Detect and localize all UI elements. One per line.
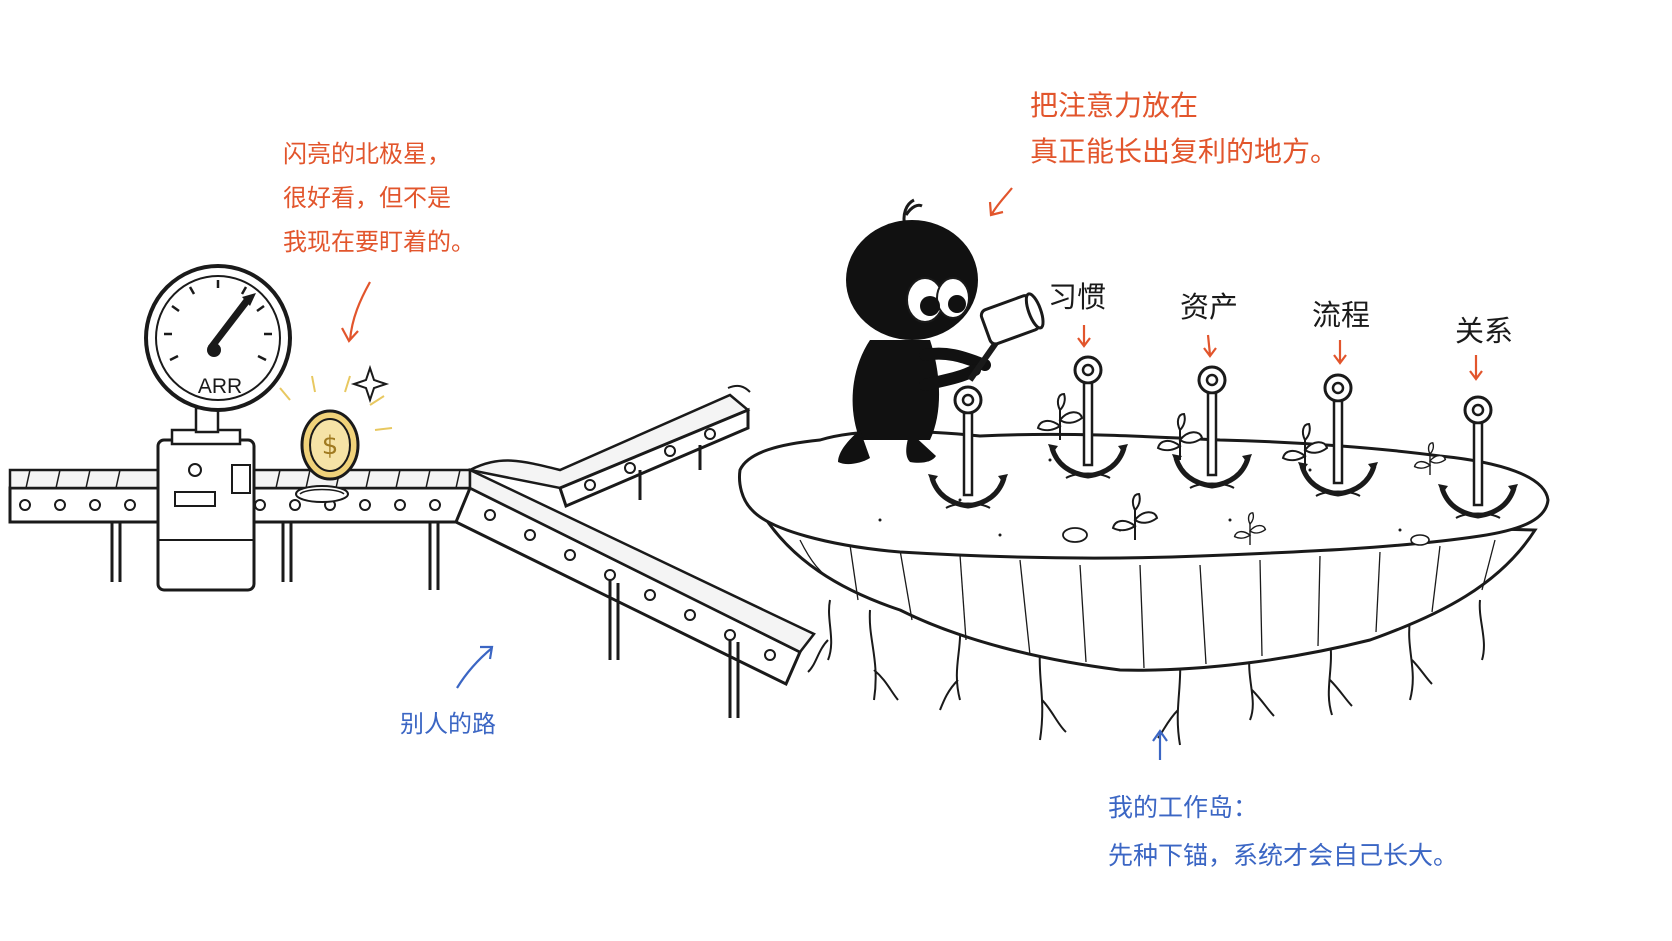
focus-note-line1: 把注意力放在	[1030, 89, 1199, 122]
north-star-note: 闪亮的北极星， 很好看，但不是 我现在要盯着的。	[283, 140, 475, 256]
character-with-mallet	[838, 198, 1045, 465]
blue-arrows	[456, 645, 1168, 760]
others-road-note: 别人的路	[400, 710, 496, 738]
anchor-label-assets: 资产	[1180, 290, 1239, 324]
focus-note-line2: 真正能长出复利的地方。	[1030, 135, 1339, 168]
island-note-line2: 先种下锚，系统才会自己长大。	[1108, 841, 1459, 870]
island-note-line1: 我的工作岛：	[1108, 793, 1259, 822]
anchor-3	[1298, 375, 1378, 496]
anchor-2	[1172, 367, 1252, 488]
gauge-label: ARR	[198, 375, 242, 398]
gold-coin: $	[279, 364, 393, 503]
svg-text:$: $	[322, 431, 339, 461]
anchor-label-process: 流程	[1312, 298, 1371, 332]
anchor-label-habits: 习惯	[1048, 280, 1107, 314]
arr-gauge: ARR	[144, 264, 292, 592]
anchor-label-relations: 关系	[1455, 314, 1514, 348]
label-arrows	[341, 187, 1483, 381]
conveyor-belt	[8, 384, 816, 718]
work-island	[738, 393, 1550, 746]
